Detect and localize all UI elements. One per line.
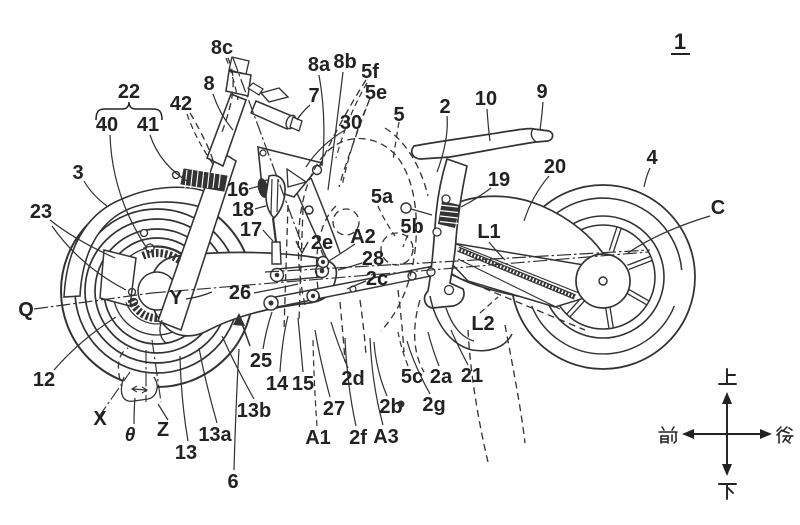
svg-text:Q: Q	[18, 299, 34, 321]
svg-text:17: 17	[240, 219, 262, 241]
svg-text:3: 3	[72, 162, 83, 184]
svg-text:8a: 8a	[308, 54, 331, 76]
svg-text:16: 16	[227, 179, 249, 201]
svg-text:20: 20	[544, 156, 566, 178]
svg-text:13b: 13b	[237, 400, 271, 422]
svg-text:40: 40	[96, 114, 118, 136]
svg-text:2g: 2g	[422, 394, 445, 416]
svg-text:25: 25	[250, 350, 272, 372]
svg-text:2: 2	[439, 96, 450, 118]
svg-text:L2: L2	[471, 313, 494, 335]
svg-text:28: 28	[362, 248, 384, 270]
svg-text:21: 21	[461, 365, 483, 387]
svg-text:41: 41	[137, 114, 159, 136]
svg-text:10: 10	[475, 88, 497, 110]
svg-text:A2: A2	[350, 226, 376, 248]
svg-text:8c: 8c	[211, 37, 233, 59]
svg-text:2b: 2b	[379, 396, 402, 418]
svg-text:27: 27	[323, 398, 345, 420]
svg-text:Y: Y	[169, 287, 183, 309]
svg-text:7: 7	[308, 85, 319, 107]
svg-text:8: 8	[203, 73, 214, 95]
svg-text:9: 9	[536, 81, 547, 103]
svg-text:6: 6	[227, 471, 238, 493]
svg-text:L1: L1	[477, 221, 500, 243]
svg-text:30: 30	[340, 112, 362, 134]
svg-text:19: 19	[488, 169, 510, 191]
svg-text:42: 42	[170, 93, 192, 115]
svg-text:C: C	[711, 197, 725, 219]
svg-text:5a: 5a	[371, 186, 394, 208]
svg-text:15: 15	[292, 373, 314, 395]
svg-text:5f: 5f	[361, 61, 379, 83]
svg-text:2d: 2d	[341, 368, 364, 390]
svg-text:5e: 5e	[365, 82, 387, 104]
svg-text:X: X	[93, 408, 107, 430]
svg-text:13a: 13a	[198, 424, 232, 446]
svg-text:2c: 2c	[366, 268, 388, 290]
svg-text:14: 14	[266, 373, 289, 395]
svg-text:23: 23	[30, 201, 52, 223]
svg-text:1: 1	[674, 29, 686, 54]
svg-text:26: 26	[229, 282, 251, 304]
svg-text:12: 12	[33, 369, 55, 391]
svg-text:5: 5	[393, 104, 404, 126]
svg-text:θ: θ	[125, 425, 136, 446]
svg-text:8b: 8b	[333, 51, 356, 73]
svg-text:4: 4	[646, 147, 658, 169]
svg-text:2f: 2f	[349, 427, 367, 449]
svg-text:2e: 2e	[311, 232, 333, 254]
svg-text:13: 13	[175, 442, 197, 464]
svg-text:A3: A3	[373, 426, 399, 448]
svg-text:Z: Z	[157, 419, 169, 441]
svg-text:18: 18	[232, 199, 254, 221]
svg-text:5c: 5c	[401, 366, 423, 388]
svg-text:A1: A1	[305, 427, 331, 449]
svg-text:2a: 2a	[430, 366, 453, 388]
svg-text:5b: 5b	[400, 216, 423, 238]
svg-text:22: 22	[118, 81, 140, 103]
